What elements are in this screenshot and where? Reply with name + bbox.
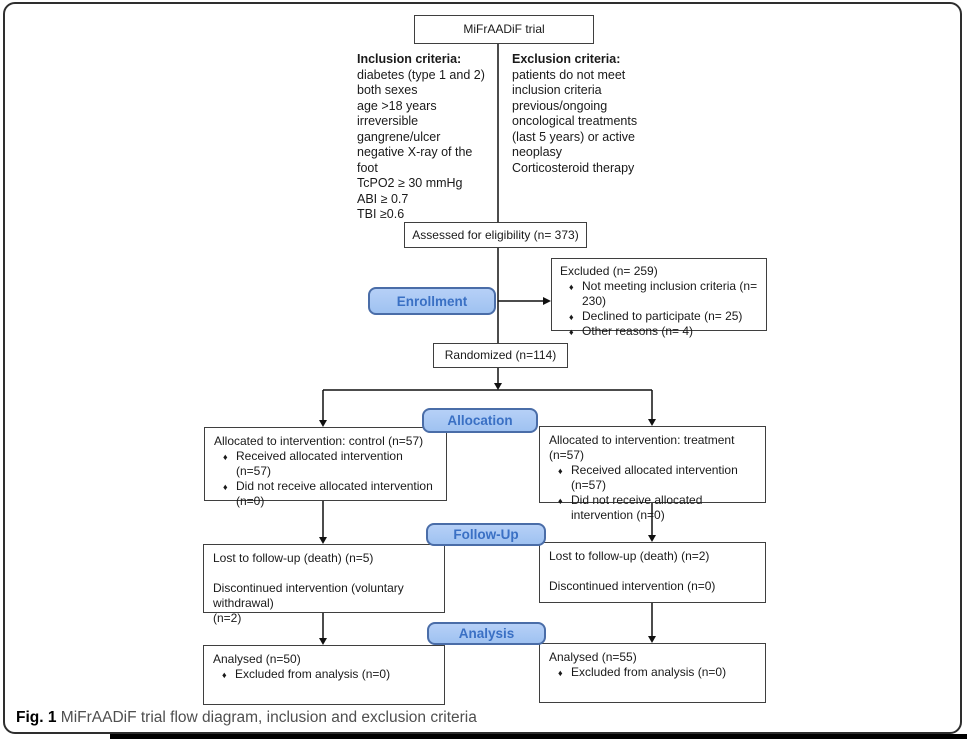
bullet-icon: ♦ — [569, 327, 574, 337]
allocation-treatment-box: Allocated to intervention: treatment (n=… — [539, 426, 766, 522]
exclusion-criteria: Exclusion criteria: patients do not meet… — [512, 52, 662, 176]
bullet-icon: ♦ — [222, 670, 227, 680]
allocation-control-bullet: ♦ Did not receive allocated intervention… — [214, 479, 440, 509]
allocation-control-bullet-text: Did not receive allocated intervention (… — [236, 479, 433, 508]
analysis-control-bullet: ♦ Excluded from analysis (n=0) — [213, 667, 438, 682]
inclusion-item: TcPO2 ≥ 30 mmHg — [357, 176, 463, 190]
analysis-control-box: Analysed (n=50) ♦ Excluded from analysis… — [203, 645, 445, 705]
excluded-bullet: ♦ Declined to participate (n= 25) — [560, 309, 762, 324]
figure-border — [3, 2, 962, 734]
figure-caption: Fig. 1 MiFrAADiF trial flow diagram, inc… — [16, 709, 477, 727]
followup-control-line1: Lost to follow-up (death) (n=5) — [213, 551, 374, 565]
excluded-bullet-text: Not meeting inclusion criteria (n= 230) — [582, 279, 758, 308]
followup-control-box: Lost to follow-up (death) (n=5) Disconti… — [203, 544, 445, 625]
assessed-eligibility-text: Assessed for eligibility (n= 373) — [412, 227, 579, 242]
allocation-control-box: Allocated to intervention: control (n=57… — [204, 427, 447, 508]
allocation-treatment-bullet: ♦ Received allocated intervention (n=57) — [549, 463, 759, 493]
allocation-control-bullet-text: Received allocated intervention (n=57) — [236, 449, 403, 478]
allocation-control-title: Allocated to intervention: control (n=57… — [214, 434, 424, 448]
randomized-text: Randomized (n=114) — [444, 348, 557, 362]
excluded-bullet: ♦ Other reasons (n= 4) — [560, 324, 762, 339]
randomized-box: Randomized (n=114) — [433, 343, 568, 368]
allocation-treatment-title: Allocated to intervention: treatment (n=… — [549, 433, 735, 462]
excluded-box: Excluded (n= 259) ♦ Not meeting inclusio… — [551, 258, 767, 338]
followup-treatment-line1: Lost to follow-up (death) (n=2) — [549, 549, 710, 563]
stage-allocation: Allocation — [422, 408, 538, 433]
allocation-treatment-bullet: ♦ Did not receive allocated intervention… — [549, 493, 759, 523]
inclusion-item: TBI ≥0.6 — [357, 207, 405, 221]
excluded-bullet: ♦ Not meeting inclusion criteria (n= 230… — [560, 279, 762, 309]
exclusion-item: oncological treatments — [512, 114, 638, 128]
bullet-icon: ♦ — [569, 282, 574, 292]
exclusion-item: patients do not meet — [512, 67, 626, 82]
figure-caption-text: MiFrAADiF trial flow diagram, inclusion … — [60, 709, 477, 726]
exclusion-item: Corticosteroid therapy — [512, 160, 635, 175]
bullet-icon: ♦ — [223, 482, 228, 492]
allocation-control-bullet: ♦ Received allocated intervention (n=57) — [214, 449, 440, 479]
inclusion-item: age >18 years — [357, 98, 437, 113]
excluded-title: Excluded (n= 259) — [560, 264, 658, 278]
bullet-icon: ♦ — [558, 466, 563, 476]
trial-title-box: MiFrAADiF trial — [414, 15, 594, 44]
inclusion-item: negative X-ray of the foot — [357, 145, 473, 175]
exclusion-item: (last 5 years) or active — [512, 129, 635, 144]
inclusion-item: irreversible — [357, 114, 419, 128]
exclusion-item: previous/ongoing — [512, 98, 608, 113]
inclusion-heading: Inclusion criteria: — [357, 52, 462, 66]
figure-caption-label: Fig. 1 — [16, 709, 57, 726]
inclusion-item: gangrene/ulcer — [357, 129, 441, 144]
followup-treatment-line2: Discontinued intervention (n=0) — [549, 579, 716, 593]
analysis-treatment-bullet: ♦ Excluded from analysis (n=0) — [549, 665, 759, 680]
followup-control-line2: Discontinued intervention (voluntary wit… — [213, 581, 404, 610]
stage-followup: Follow-Up — [426, 523, 546, 546]
exclusion-item: neoplasy — [512, 145, 563, 159]
excluded-bullet-text: Other reasons (n= 4) — [582, 324, 694, 338]
assessed-eligibility-box: Assessed for eligibility (n= 373) — [404, 222, 587, 248]
analysis-control-bullet-text: Excluded from analysis (n=0) — [235, 667, 391, 681]
analysis-control-title: Analysed (n=50) — [213, 652, 301, 666]
stage-enrollment: Enrollment — [368, 287, 496, 315]
followup-treatment-box: Lost to follow-up (death) (n=2) Disconti… — [539, 542, 766, 603]
inclusion-criteria: Inclusion criteria: diabetes (type 1 and… — [357, 52, 495, 223]
scan-artifact-bar — [110, 734, 967, 739]
trial-title-text: MiFrAADiF trial — [463, 22, 545, 36]
bullet-icon: ♦ — [558, 496, 563, 506]
analysis-treatment-bullet-text: Excluded from analysis (n=0) — [571, 665, 727, 679]
followup-control-line3: (n=2) — [213, 611, 242, 625]
inclusion-item: both sexes — [357, 83, 418, 97]
excluded-bullet-text: Declined to participate (n= 25) — [582, 309, 743, 323]
analysis-treatment-box: Analysed (n=55) ♦ Excluded from analysis… — [539, 643, 766, 703]
inclusion-item: diabetes (type 1 and 2) — [357, 67, 485, 82]
exclusion-heading: Exclusion criteria: — [512, 52, 621, 66]
analysis-treatment-title: Analysed (n=55) — [549, 650, 637, 664]
allocation-treatment-bullet-text: Received allocated intervention (n=57) — [571, 463, 738, 492]
bullet-icon: ♦ — [558, 668, 563, 678]
bullet-icon: ♦ — [223, 452, 228, 462]
inclusion-item: ABI ≥ 0.7 — [357, 191, 409, 206]
exclusion-item: inclusion criteria — [512, 83, 602, 97]
stage-analysis: Analysis — [427, 622, 546, 645]
bullet-icon: ♦ — [569, 312, 574, 322]
allocation-treatment-bullet-text: Did not receive allocated intervention (… — [571, 493, 703, 522]
